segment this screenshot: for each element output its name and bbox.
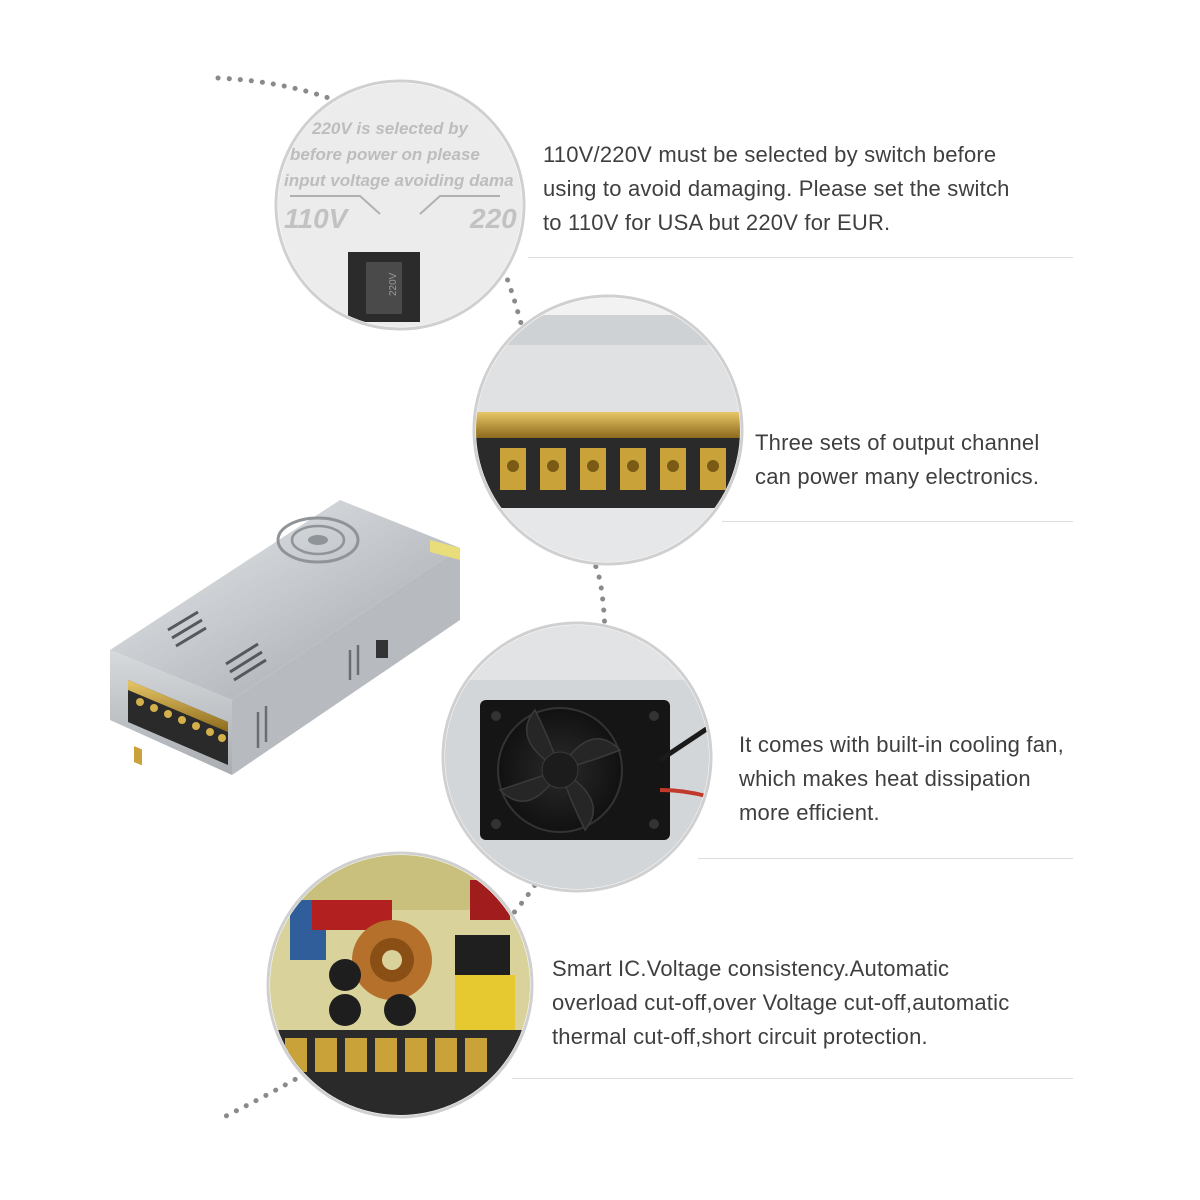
feature-line: thermal cut-off,short circuit protection… (552, 1024, 928, 1049)
divider-4 (512, 1078, 1073, 1079)
feature-line: 110V/220V must be selected by switch bef… (543, 142, 997, 167)
cooling-fan-photo (441, 621, 713, 893)
feature-line: Three sets of output channel (755, 430, 1040, 455)
feature-protection-circuit-text: Smart IC.Voltage consistency.Automatic o… (552, 952, 1009, 1054)
divider-2 (722, 521, 1073, 522)
switch-110v-label: 110V (284, 203, 350, 234)
cooling-fan-icon (480, 700, 670, 840)
switch-220v-label: 220 (469, 203, 517, 234)
feature-line: more efficient. (739, 800, 880, 825)
voltage-switch-photo: 220V is selected by before power on plea… (274, 79, 526, 331)
feature-output-channels-text: Three sets of output channel can power m… (755, 426, 1039, 494)
switch-label-line-3: input voltage avoiding dama (284, 171, 514, 190)
feature-voltage-switch-text: 110V/220V must be selected by switch bef… (543, 138, 1010, 240)
svg-text:220V: 220V (388, 272, 399, 296)
feature-line: It comes with built-in cooling fan, (739, 732, 1064, 757)
feature-line: Smart IC.Voltage consistency.Automatic (552, 956, 950, 981)
power-supply-product-image (110, 500, 460, 775)
switch-label-line-1: 220V is selected by (311, 119, 469, 138)
fan-grille-icon (276, 516, 360, 564)
feature-cooling-fan-text: It comes with built-in cooling fan, whic… (739, 728, 1064, 830)
output-terminals-photo (472, 294, 744, 566)
divider-3 (698, 858, 1073, 859)
feature-line: to 110V for USA but 220V for EUR. (543, 210, 891, 235)
circuit-board-photo (266, 851, 534, 1119)
feature-line: overload cut-off,over Voltage cut-off,au… (552, 990, 1010, 1015)
switch-label-line-2: before power on please (290, 145, 480, 164)
feature-line: using to avoid damaging. Please set the … (543, 176, 1010, 201)
feature-line: which makes heat dissipation (739, 766, 1031, 791)
feature-line: can power many electronics. (755, 464, 1040, 489)
divider-1 (528, 257, 1073, 258)
